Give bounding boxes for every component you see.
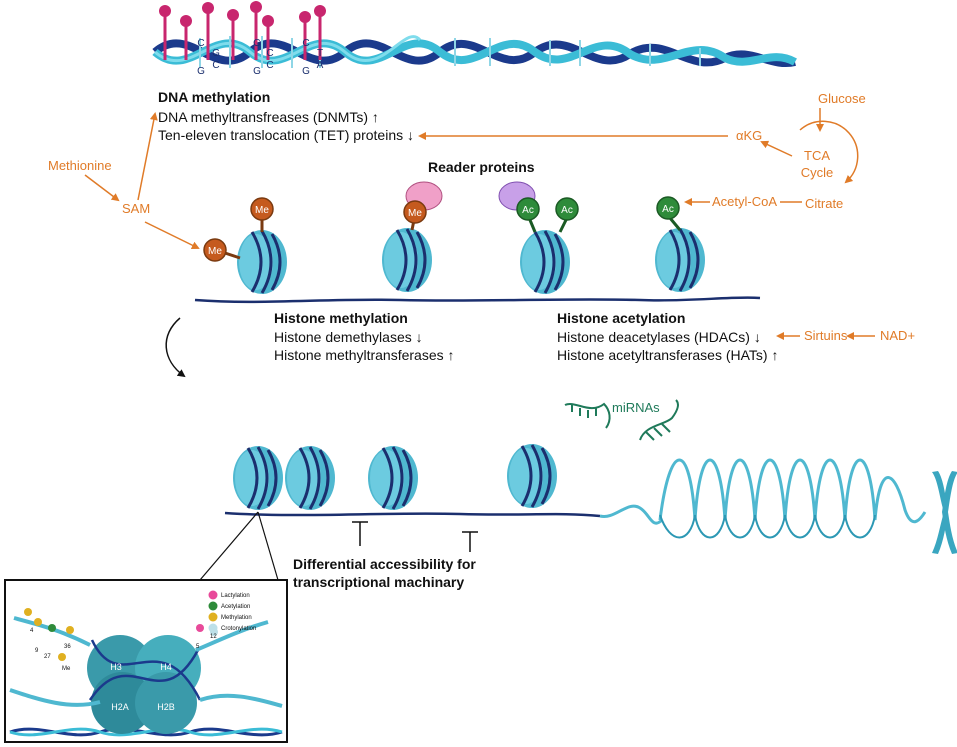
base-8: C (266, 60, 273, 71)
residue-36: 36 (64, 644, 71, 650)
tet-line: Ten-eleven translocation (TET) proteins … (158, 127, 414, 143)
methyl-pins (159, 1, 326, 60)
upper-chromatin-strand (194, 296, 761, 304)
mirnas-label: miRNAs (612, 400, 660, 415)
base-2: G (212, 48, 220, 59)
nad-label: NAD+ (880, 328, 915, 343)
sirtuins-label: Sirtuins (804, 328, 848, 343)
base-9: C (302, 38, 309, 49)
dnmt-line: DNA methyltransfreases (DNMTs) ↑ (158, 109, 379, 125)
base-7: G (253, 66, 261, 77)
hat-line: Histone acetyltransferases (HATs) ↑ (557, 347, 778, 363)
ac-mark-1: Ac (522, 205, 534, 216)
me-mark-1: Me (208, 246, 222, 257)
upper-nucleosomes (235, 226, 707, 296)
inset-residue-numbers: 4 9 27 36 5 12 Me (30, 628, 217, 672)
h3-label: H3 (110, 662, 122, 672)
lower-chromatin-strand (224, 511, 601, 518)
me-mark-3: Me (408, 208, 422, 219)
glucose-label: Glucose (818, 91, 866, 106)
histone-acetylation-title: Histone acetylation (557, 310, 685, 326)
tca-label-1: TCA (804, 148, 830, 163)
legend-crotonylation: Crotonylation (221, 626, 256, 632)
residue-5: 5 (196, 644, 200, 650)
inset-histone-labels: H3 H4 H2A H2B (110, 662, 175, 712)
base-6: C (266, 48, 273, 59)
residue-4: 4 (30, 628, 34, 634)
me-mark-2: Me (255, 205, 269, 216)
residue-9: 9 (35, 648, 39, 654)
methionine-label: Methionine (48, 158, 112, 173)
mirna-icons (564, 399, 680, 441)
base-1: C (197, 38, 204, 49)
accessibility-line-2: transcriptional machinary (293, 574, 464, 590)
histone-methylation-title: Histone methylation (274, 310, 408, 326)
ac-mark-3: Ac (662, 204, 674, 215)
hdac-line: Histone deacetylases (HDACs) ↓ (557, 329, 761, 345)
lower-nucleosomes (231, 442, 559, 512)
legend-lactylation: Lactylation (221, 593, 250, 599)
legend-methylation: Methylation (221, 615, 252, 621)
base-11: G (302, 66, 310, 77)
base-4: C (212, 60, 219, 71)
modification-marks (203, 181, 682, 262)
transition-arrow (165, 317, 186, 378)
citrate-label: Citrate (805, 196, 843, 211)
dna-methylation-title: DNA methylation (158, 89, 270, 105)
chromatin-fiber (599, 458, 927, 539)
nucleosome-inset (4, 579, 288, 743)
residue-12: 12 (210, 634, 217, 640)
chromosome-icon (932, 471, 957, 554)
h2b-label: H2B (157, 702, 175, 712)
ac-mark-2: Ac (561, 205, 573, 216)
h4-label: H4 (160, 662, 172, 672)
inset-connectors (199, 511, 279, 581)
dna-helix (152, 35, 797, 68)
akg-label: αKG (736, 128, 762, 143)
histone-demethylases-line: Histone demethylases ↓ (274, 329, 423, 345)
mark-labels: Me Me Me Ac Ac Ac (208, 204, 674, 257)
base-5: G (253, 38, 261, 49)
h2a-label: H2A (111, 702, 129, 712)
inset-legend: Lactylation Acetylation Methylation Crot… (221, 593, 256, 632)
base-letters: C G G C G C G C C T G A (197, 38, 324, 77)
residue-27: 27 (44, 654, 51, 660)
sam-label: SAM (122, 201, 150, 216)
tca-label-2: Cycle (801, 165, 834, 180)
blocking-symbols (352, 521, 478, 552)
legend-acetylation: Acetylation (221, 604, 250, 610)
histone-methyltransferases-line: Histone methyltransferases ↑ (274, 347, 455, 363)
accessibility-line-1: Differential accessibility for (293, 556, 476, 572)
base-10: T (317, 48, 323, 59)
reader-proteins-label: Reader proteins (428, 159, 535, 175)
metabolic-arrows (84, 108, 875, 340)
base-3: G (197, 66, 205, 77)
residue-me: Me (62, 666, 71, 672)
acetyl-coa-label: Acetyl-CoA (712, 194, 777, 209)
base-12: A (317, 60, 324, 71)
